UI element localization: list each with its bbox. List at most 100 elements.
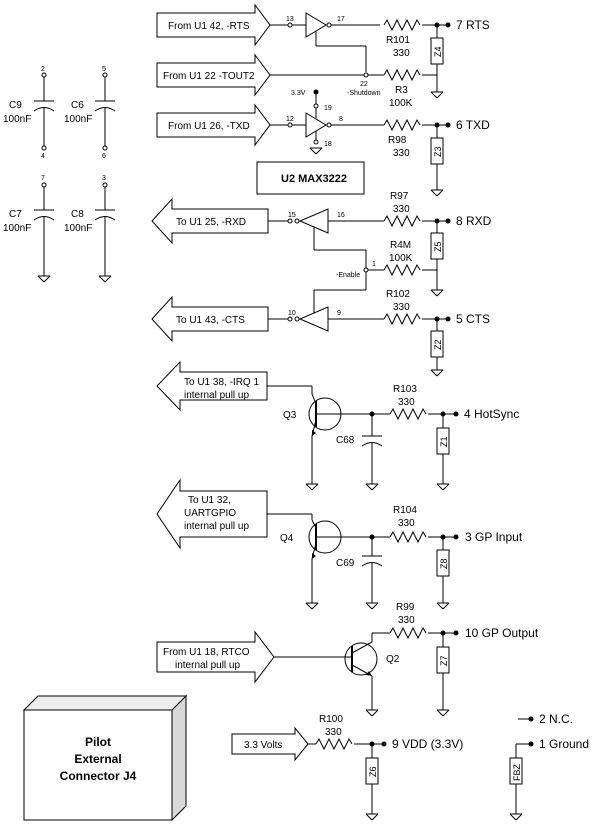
title-box: Pilot External Connector J4	[22, 694, 188, 822]
gp-input-resistor-ref: R104	[393, 505, 417, 516]
hotsync-output-arrow	[156, 360, 268, 412]
vdd-input-arrow	[231, 726, 309, 762]
enable-pin-note: -Enable	[336, 272, 360, 279]
cap-c9-name: C9	[9, 100, 22, 111]
tout2-circuit: From U1 22 -TOUT2 22 -Shutdown R3 100K	[156, 53, 438, 109]
tout2-resistor-value: 100K	[389, 98, 413, 109]
rts-resistor-ref: R101	[386, 35, 410, 46]
gp-input-label-1: To U1 32,	[188, 495, 231, 506]
tout2-pin-note: -Shutdown	[347, 90, 381, 97]
enable-resistor-ref: R4M	[390, 240, 411, 251]
vdd-connector: 9 VDD (3.3V)	[392, 737, 463, 751]
enable-pin: 1	[372, 261, 376, 268]
rxd-pin-in: 16	[337, 212, 345, 219]
gp-input-label-3: internal pull up	[184, 521, 249, 532]
gp-output-resistor-value: 330	[398, 615, 415, 626]
gp-input-zener-ref: Z8	[439, 558, 449, 569]
cap-c9-value: 100nF	[3, 114, 31, 125]
enable-resistor-value: 100K	[389, 253, 413, 264]
chip-label: U2 MAX3222	[281, 173, 347, 185]
txd-supply: 3.3V	[291, 90, 306, 97]
cap-c6: 5 6 C6 100nF	[64, 66, 116, 160]
tout2-pin: 22	[360, 81, 368, 88]
tout2-input-arrow	[156, 53, 271, 97]
gp-input-label-2: UARTGPIO	[184, 508, 236, 519]
cap-c6-pin-top: 5	[102, 66, 106, 73]
rxd-output-arrow	[151, 197, 269, 245]
cts-zener-ref: Z2	[433, 339, 443, 350]
hotsync-zener-ref: Z1	[439, 436, 449, 447]
q2-ref: Q2	[386, 654, 400, 665]
rxd-connector: 8 RXD	[456, 214, 492, 228]
txd-resistor-value: 330	[393, 148, 410, 159]
c68-ref: C68	[336, 435, 355, 446]
c69-ref: C69	[336, 558, 355, 569]
cts-connector: 5 CTS	[456, 312, 490, 326]
txd-resistor-ref: R98	[388, 135, 407, 146]
rts-pin-out: 17	[337, 16, 345, 23]
tout2-resistor-ref: R3	[395, 85, 408, 96]
rts-connector: 7 RTS	[456, 18, 490, 32]
vdd-resistor-ref: R100	[319, 714, 343, 725]
cap-c7-pin-top: 7	[41, 175, 45, 182]
hotsync-output-label-2: internal pull up	[184, 390, 249, 401]
cap-c8-pin-top: 3	[102, 175, 106, 182]
hotsync-resistor-ref: R103	[393, 384, 417, 395]
rxd-zener-ref: Z5	[433, 241, 443, 252]
cap-c9-pin-bottom: 4	[41, 153, 45, 160]
gp-output-label-1: From U1 18, RTCO	[163, 647, 250, 658]
q4-ref: Q4	[280, 533, 294, 544]
rxd-circuit: To U1 25, -RXD 15 16 R97 330 8 RXD Z5	[151, 191, 492, 297]
cap-c6-value: 100nF	[64, 114, 92, 125]
cap-c7: 7 C7 100nF	[3, 175, 55, 283]
cts-resistor-value: 330	[393, 302, 410, 313]
enable-circuit: 1 -Enable R4M 100K	[313, 240, 437, 313]
vdd-input-label: 3.3 Volts	[244, 740, 282, 751]
ground-connector: 1 Ground	[539, 737, 589, 751]
vdd-zener-ref: Z6	[368, 766, 378, 777]
hotsync-output-label-1: To U1 38, -IRQ 1	[184, 377, 259, 388]
gp-output-connector: 10 GP Output	[465, 626, 539, 640]
q2-body	[344, 642, 378, 676]
rts-circuit: From U1 42, -RTS 13 17 R101 330 7 RTS Z4	[156, 3, 490, 99]
rxd-resistor-value: 330	[393, 204, 410, 215]
rts-zener-ref: Z4	[433, 46, 443, 57]
rts-pin-in: 13	[286, 16, 294, 23]
cap-c6-pin-bottom: 6	[102, 153, 106, 160]
title-line-3: Connector J4	[60, 769, 137, 783]
txd-zener-ref: Z3	[433, 146, 443, 157]
cap-c9-pin-top: 2	[41, 66, 45, 73]
txd-input-label: From U1 26, -TXD	[168, 121, 250, 132]
ground-ferrite-ref: FBZ	[512, 763, 522, 781]
chip-box	[256, 161, 365, 195]
title-line-1: Pilot	[85, 735, 111, 749]
nc-pin: 2 N.C.	[518, 712, 573, 726]
rxd-resistor-ref: R97	[390, 191, 409, 202]
gp-output-input-arrow	[156, 630, 275, 684]
gp-output-resistor-ref: R99	[396, 602, 415, 613]
cap-c6-name: C6	[71, 100, 84, 111]
rxd-output-label: To U1 25, -RXD	[176, 217, 246, 228]
title-line-2: External	[74, 752, 121, 766]
cap-c9: 2 4 C9 100nF	[3, 66, 55, 160]
cts-output-label: To U1 43, -CTS	[176, 315, 245, 326]
cap-c7-name: C7	[9, 209, 22, 220]
hotsync-resistor-value: 330	[398, 397, 415, 408]
gp-input-output-arrow	[156, 478, 268, 550]
txd-circuit: From U1 26, -TXD 12 8 3.3V 19 18 R98 330…	[156, 89, 490, 197]
txd-connector: 6 TXD	[456, 118, 490, 132]
cap-c8-name: C8	[71, 209, 84, 220]
gp-input-circuit: To U1 32, UARTGPIO internal pull up Q4 C…	[156, 478, 523, 610]
gp-output-zener-ref: Z7	[439, 655, 449, 666]
gp-output-circuit: From U1 18, RTCO internal pull up Q2 R99…	[156, 602, 539, 717]
cts-pin-in: 9	[337, 310, 341, 317]
rts-input-arrow	[156, 3, 271, 47]
gp-input-connector: 3 GP Input	[465, 530, 523, 544]
cts-pin-out: 10	[288, 310, 296, 317]
txd-input-arrow	[156, 103, 271, 147]
tout2-input-label: From U1 22 -TOUT2	[163, 71, 255, 82]
rxd-pin-out: 15	[288, 212, 296, 219]
rts-resistor-value: 330	[393, 48, 410, 59]
ground-pin: 1 Ground FBZ	[509, 737, 589, 821]
